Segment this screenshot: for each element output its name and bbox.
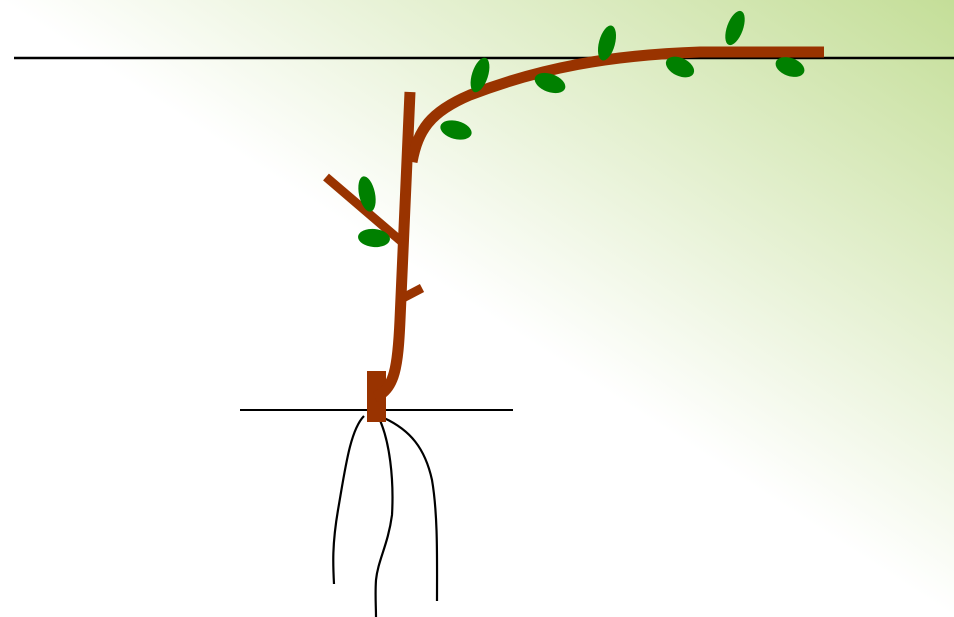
root <box>383 417 439 602</box>
leaves <box>358 10 805 248</box>
root-system <box>332 415 439 617</box>
leaf <box>775 57 805 77</box>
leaf <box>597 25 617 61</box>
root <box>374 415 394 617</box>
leaf <box>534 72 566 94</box>
vine-wood <box>323 46 824 422</box>
leaf <box>358 228 390 248</box>
leaf <box>470 57 490 93</box>
leaf <box>725 10 745 46</box>
side-shoot <box>323 173 405 246</box>
cane <box>406 46 824 164</box>
spur <box>398 284 425 303</box>
root <box>332 415 365 585</box>
trunk <box>372 91 416 403</box>
leaf <box>440 120 472 140</box>
leaf <box>665 56 695 78</box>
leaf <box>358 176 376 212</box>
